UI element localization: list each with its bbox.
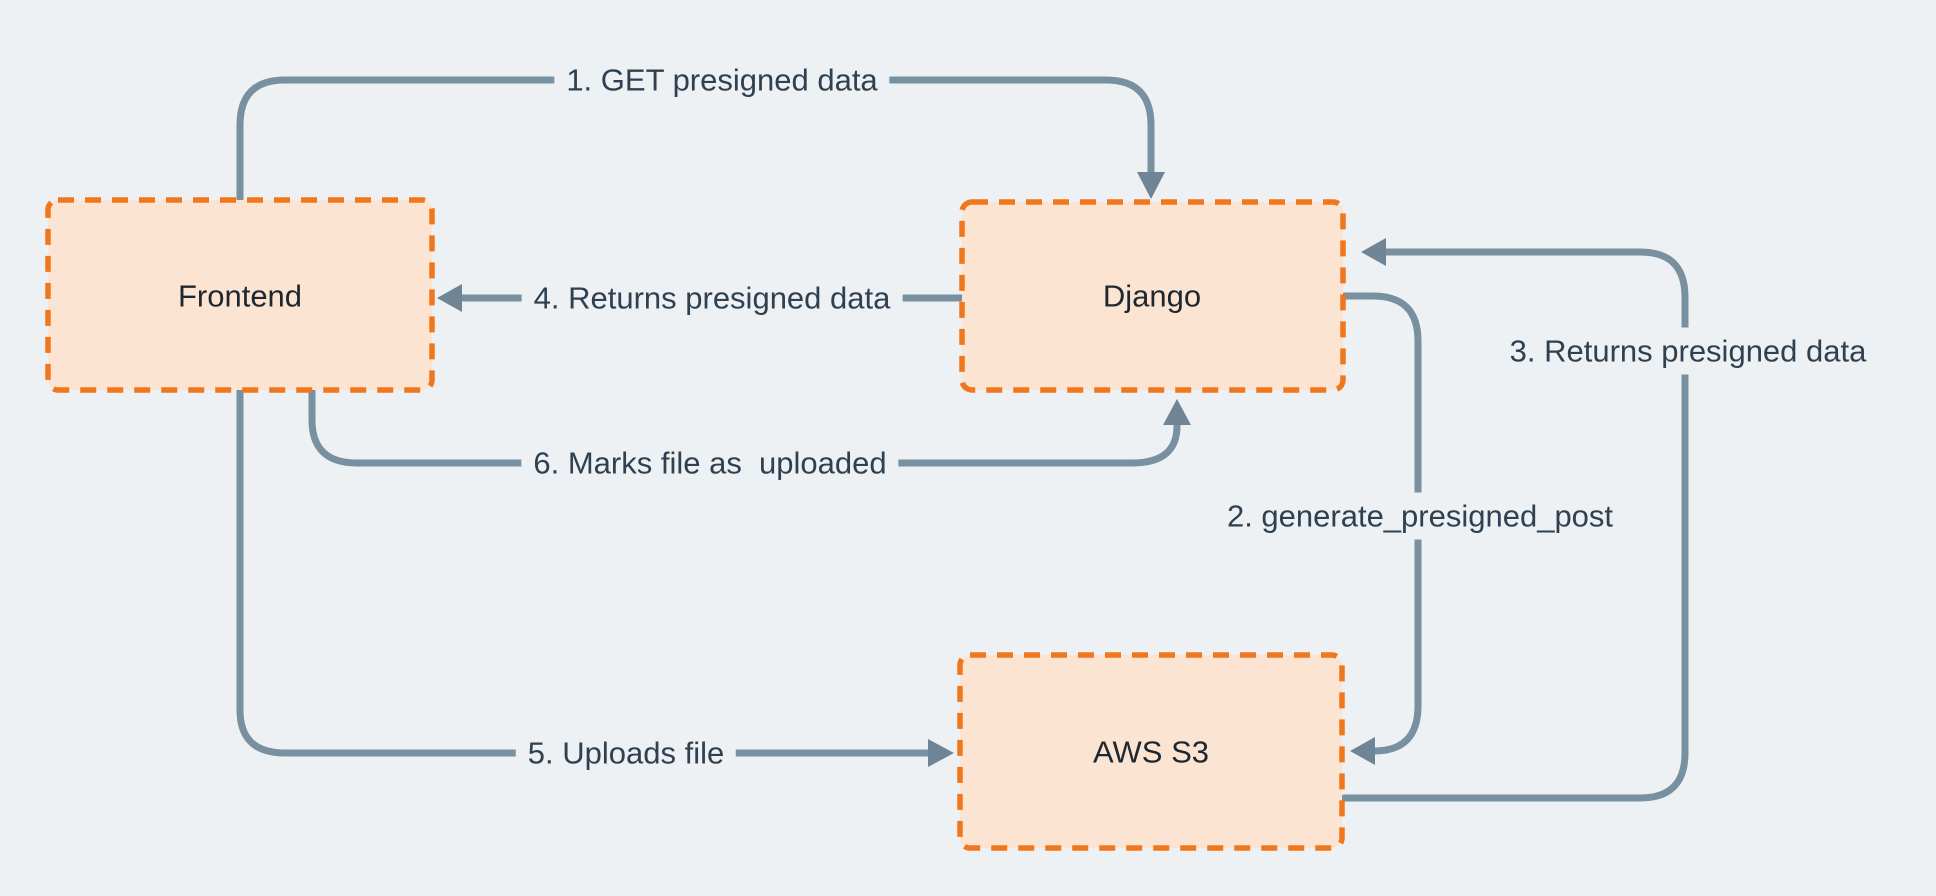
- frontend-node-box: [45, 197, 435, 393]
- arrow-4-head-left-icon: [437, 284, 462, 312]
- arrow-3-line: [1340, 248, 1689, 802]
- edge-label-marks-file-as-uploaded: 6. Marks file as uploaded: [521, 439, 899, 487]
- edge-label-uploads-file: 5. Uploads file: [515, 729, 737, 777]
- frontend-node-label: Frontend: [177, 278, 303, 314]
- arrow-5-line: [236, 387, 932, 757]
- arrow-5-head-right-icon: [928, 739, 954, 767]
- arrow-1-head-down-icon: [1137, 172, 1165, 199]
- edge-label-returns-presigned-data-frontend: 4. Returns presigned data: [521, 274, 903, 322]
- django-node-label: Django: [1102, 278, 1202, 314]
- arrow-6-head-up-icon: [1163, 399, 1191, 425]
- django-node-box: [959, 199, 1346, 393]
- edge-label-returns-presigned-data-s3: 3. Returns presigned data: [1497, 327, 1879, 375]
- edge-label-generate-presigned-post: 2. generate_presigned_post: [1214, 492, 1626, 540]
- arrow-2-line: [1340, 292, 1422, 755]
- arrow-6-line: [308, 387, 1181, 467]
- aws-s3-node-box: [957, 652, 1345, 851]
- arrow-2-head-left-icon: [1350, 737, 1375, 765]
- arrow-3-head-left-icon: [1361, 238, 1386, 266]
- edge-label-get-presigned-data: 1. GET presigned data: [554, 56, 890, 104]
- aws-s3-node-label: AWS S3: [1093, 734, 1209, 770]
